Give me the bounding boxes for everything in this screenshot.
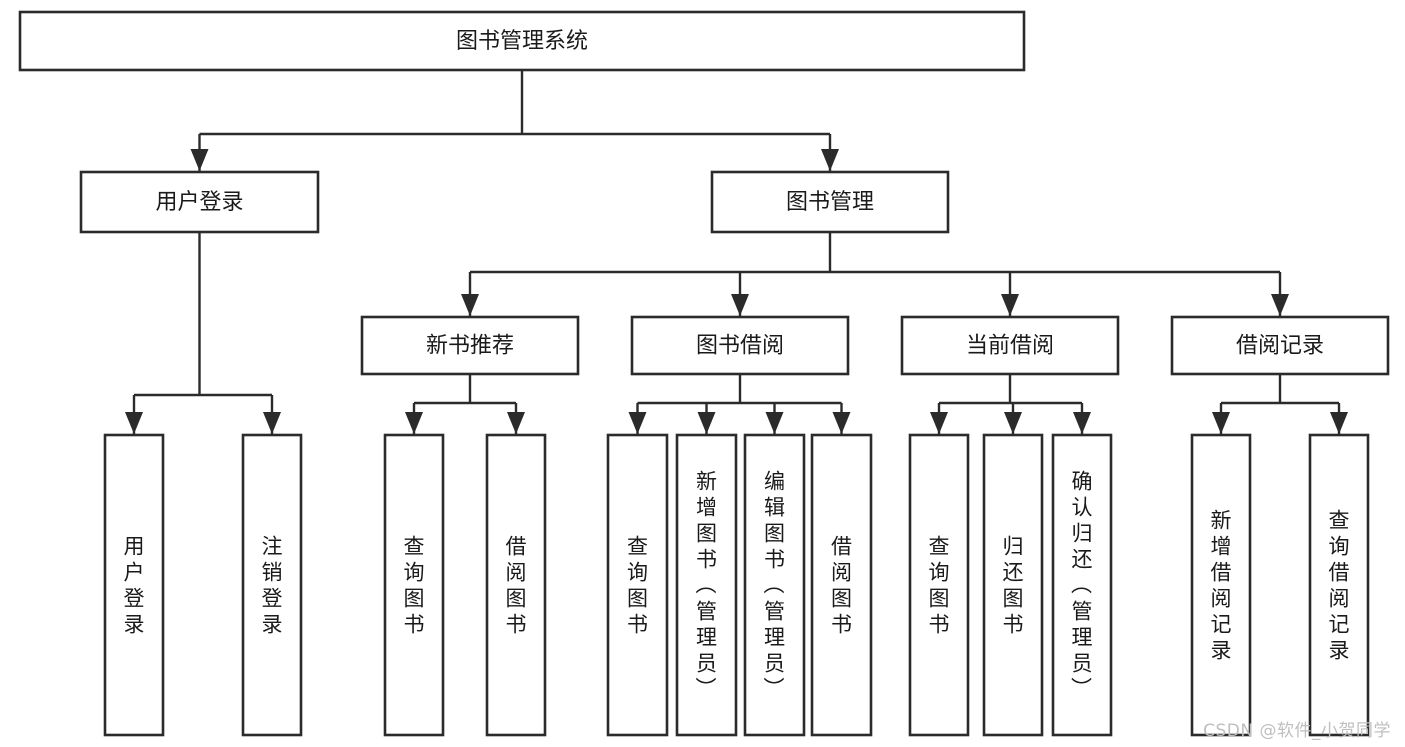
node-label: 新增借阅记录: [1211, 508, 1232, 662]
node-leaf-add-book-admin[interactable]: 新增图书（管理员）: [675, 433, 738, 737]
node-book-management[interactable]: 图书管理: [710, 170, 950, 234]
node-box[interactable]: [360, 315, 580, 376]
arrow-head-icon: [765, 412, 784, 434]
arrow-head-icon: [1330, 412, 1348, 434]
node-label: 图书借阅: [696, 334, 784, 359]
node-user-login[interactable]: 用户登录: [79, 170, 320, 234]
node-box[interactable]: [710, 170, 950, 234]
node-leaf-query-borrow-record[interactable]: 查询借阅记录: [1308, 433, 1370, 737]
node-box[interactable]: [630, 315, 850, 376]
node-box[interactable]: [900, 315, 1120, 376]
node-label: 查询图书: [627, 534, 648, 636]
node-box[interactable]: [485, 433, 547, 737]
node-box[interactable]: [383, 433, 445, 737]
node-borrow-record[interactable]: 借阅记录: [1170, 315, 1390, 376]
arrow-head-icon: [832, 412, 851, 434]
node-new-book-recommend[interactable]: 新书推荐: [360, 315, 580, 376]
node-label: 新书推荐: [426, 334, 514, 359]
node-box[interactable]: [241, 433, 303, 737]
connector-bookmgmt-to-level3: [461, 232, 1289, 316]
node-label: 图书管理系统: [456, 29, 588, 54]
node-box[interactable]: [675, 433, 738, 737]
node-label: 用户登录: [124, 534, 145, 636]
node-box[interactable]: [18, 10, 1026, 72]
node-leaf-add-borrow-record[interactable]: 新增借阅记录: [1190, 433, 1252, 737]
arrow-head-icon: [930, 412, 948, 434]
node-label: 新增图书（管理员）: [696, 469, 718, 701]
node-label: 查询图书: [929, 534, 950, 636]
arrow-head-icon: [405, 412, 423, 434]
node-leaf-user-login[interactable]: 用户登录: [103, 433, 165, 737]
arrow-head-icon: [1212, 412, 1230, 434]
arrow-head-icon: [821, 149, 839, 171]
connector-current-to-leaves: [930, 374, 1091, 434]
connector-layer: [125, 70, 1348, 434]
node-label: 查询借阅记录: [1329, 508, 1350, 662]
node-label: 编辑图书（管理员）: [764, 469, 786, 701]
node-leaf-query-book-1[interactable]: 查询图书: [383, 433, 445, 737]
node-box[interactable]: [1051, 433, 1113, 737]
node-current-borrow[interactable]: 当前借阅: [900, 315, 1120, 376]
node-box[interactable]: [982, 433, 1044, 737]
node-label: 确认归还（管理员）: [1071, 469, 1093, 701]
arrow-head-icon: [731, 294, 749, 316]
node-box[interactable]: [810, 433, 873, 737]
node-label: 注销登录: [262, 534, 283, 636]
node-layer: 图书管理系统用户登录图书管理新书推荐图书借阅当前借阅借阅记录用户登录注销登录查询…: [18, 10, 1390, 737]
connector-record-to-leaves: [1212, 374, 1348, 434]
arrow-head-icon: [190, 149, 209, 171]
node-label: 借阅图书: [506, 534, 527, 636]
arrow-head-icon: [1004, 412, 1022, 434]
node-leaf-return-book[interactable]: 归还图书: [982, 433, 1044, 737]
connector-user-login-to-leaves: [125, 232, 281, 434]
connector-root-to-level2: [190, 70, 839, 171]
node-root[interactable]: 图书管理系统: [18, 10, 1026, 72]
node-leaf-borrow-book-2[interactable]: 借阅图书: [810, 433, 873, 737]
node-leaf-query-book-2[interactable]: 查询图书: [606, 433, 669, 737]
node-box[interactable]: [1308, 433, 1370, 737]
node-label: 当前借阅: [966, 334, 1054, 359]
arrow-head-icon: [461, 294, 479, 316]
arrow-head-icon: [1271, 294, 1289, 316]
node-box[interactable]: [908, 433, 970, 737]
node-book-borrow[interactable]: 图书借阅: [630, 315, 850, 376]
node-leaf-query-book-3[interactable]: 查询图书: [908, 433, 970, 737]
node-label: 用户登录: [155, 190, 243, 215]
node-box[interactable]: [1190, 433, 1252, 737]
node-label: 图书管理: [786, 190, 874, 215]
arrow-head-icon: [697, 412, 716, 434]
node-box[interactable]: [79, 170, 320, 234]
arrow-head-icon: [628, 412, 647, 434]
arrow-head-icon: [507, 412, 525, 434]
connector-recommend-to-leaves: [405, 374, 525, 434]
arrow-head-icon: [1073, 412, 1091, 434]
connector-borrow-to-leaves: [628, 374, 851, 434]
node-box[interactable]: [606, 433, 669, 737]
node-label: 借阅记录: [1236, 334, 1324, 359]
arrow-head-icon: [1001, 294, 1019, 316]
arrow-head-icon: [263, 412, 281, 434]
node-label: 借阅图书: [831, 534, 852, 636]
node-label: 查询图书: [404, 534, 425, 636]
node-box[interactable]: [1170, 315, 1390, 376]
node-leaf-logout[interactable]: 注销登录: [241, 433, 303, 737]
node-leaf-borrow-book-1[interactable]: 借阅图书: [485, 433, 547, 737]
node-box[interactable]: [743, 433, 806, 737]
arrow-head-icon: [125, 412, 143, 434]
node-label: 归还图书: [1003, 534, 1024, 636]
node-leaf-edit-book-admin[interactable]: 编辑图书（管理员）: [743, 433, 806, 737]
node-box[interactable]: [103, 433, 165, 737]
node-leaf-confirm-return-admin[interactable]: 确认归还（管理员）: [1051, 433, 1113, 737]
